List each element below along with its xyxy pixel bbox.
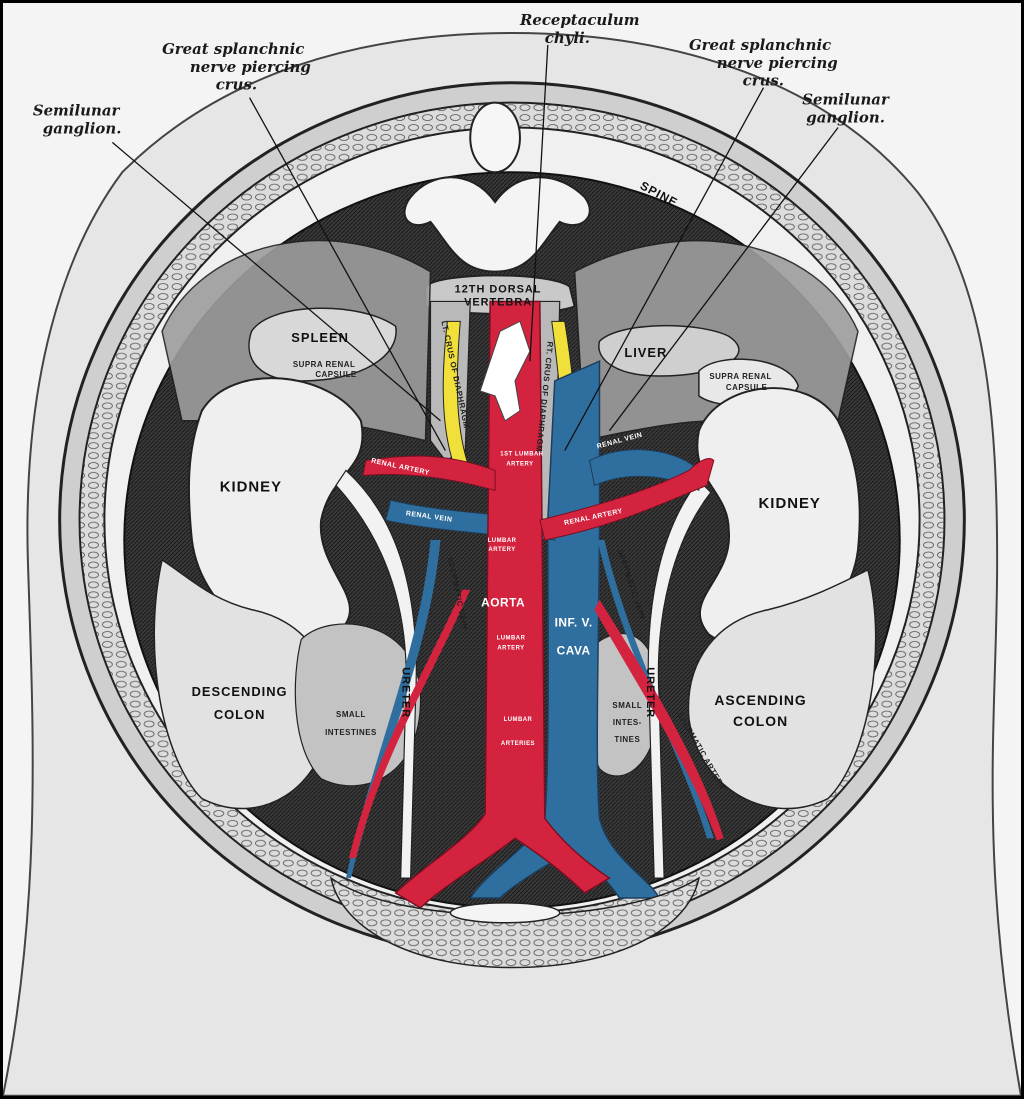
vertebra-processes bbox=[403, 176, 591, 273]
kidney-left-label: KIDNEY bbox=[220, 479, 282, 495]
spermatic-artery-left bbox=[348, 589, 471, 859]
kidney-right-label: KIDNEY bbox=[759, 496, 821, 512]
liver-label: LIVER bbox=[624, 345, 667, 360]
leader-semilunar-right bbox=[608, 127, 839, 432]
kidney-right bbox=[696, 387, 861, 649]
ureter-right bbox=[647, 479, 712, 879]
spermatic-artery-right bbox=[594, 599, 724, 841]
aorta-label: AORTA bbox=[481, 596, 525, 610]
leader-splanchnic-left bbox=[248, 97, 446, 451]
vertebra-spine bbox=[469, 101, 521, 174]
pelvic-structure bbox=[449, 902, 561, 924]
ivc-label: INF. V.CAVA bbox=[555, 616, 593, 658]
ureter-right-label: URETER bbox=[644, 667, 656, 718]
receptaculum-chyli bbox=[479, 320, 531, 422]
leader-semilunar-left bbox=[111, 141, 441, 422]
ascending-colon bbox=[687, 568, 877, 810]
leader-splanchnic-right bbox=[564, 87, 765, 451]
ureter-left-label: URETER bbox=[400, 667, 412, 718]
renal-artery-left bbox=[362, 455, 496, 491]
aorta bbox=[394, 300, 611, 909]
leader-receptaculum bbox=[529, 44, 549, 362]
kidney-left bbox=[187, 377, 364, 645]
renal-artery-right bbox=[539, 458, 715, 541]
spleen-label: SPLEEN bbox=[291, 330, 349, 345]
ureter-left bbox=[335, 469, 417, 879]
